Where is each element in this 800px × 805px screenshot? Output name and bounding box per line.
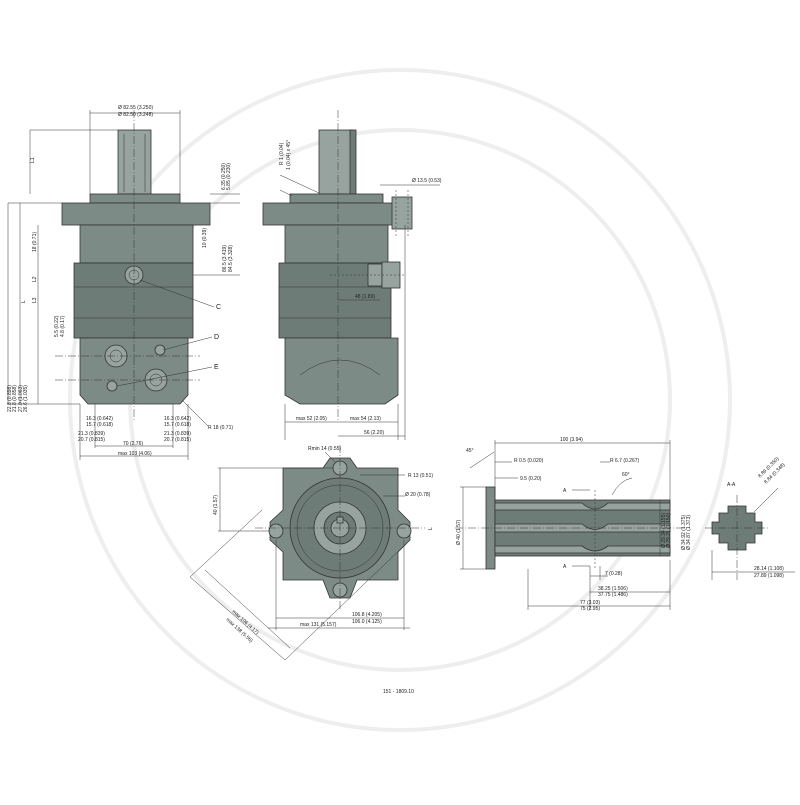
- dim-38-25: 38.25 (1.506): [598, 586, 628, 592]
- dim-6-35: 6.35 (0.250): [221, 163, 227, 190]
- section-aa-view: A-A 8.89 (0.350) 8.84 (0.348) 28.14 (1.1…: [705, 456, 795, 580]
- dim-21-3-left: 21.3 (0.839): [78, 431, 105, 437]
- dim-86-5: 86.5 (3.419): [222, 245, 228, 272]
- dim-45-deg: 45°: [466, 448, 474, 454]
- dim-dia-29-34: Ø 29.34 (1.155): [661, 513, 667, 548]
- dim-26-6: 26.6 (1.035): [23, 385, 29, 412]
- dim-pilot-1: Ø 82.55 (3.250): [118, 105, 153, 111]
- section-mark-a-bottom: A: [563, 564, 567, 570]
- front-housing-upper: [79, 224, 194, 264]
- dim-18: 18 (0.71): [32, 232, 38, 252]
- side-flange: [262, 202, 406, 226]
- side-shaft: [318, 129, 354, 195]
- dim-l-shaft: L: [428, 527, 434, 530]
- dim-max-54: max 54 (2.13): [350, 416, 381, 422]
- callout-e: E: [214, 364, 219, 371]
- dim-106-0: 106.0 (4.125): [352, 619, 382, 625]
- dim-84-5: 84.5 (3.328): [228, 245, 234, 272]
- dim-16-3-left: 16.3 (0.642): [86, 416, 113, 422]
- dim-22-8: 22.8 (0.898): [7, 385, 13, 412]
- dim-max-103: max 103 (4.06): [118, 451, 152, 457]
- dim-dia-34-87: Ø 34.87 (1.373): [686, 515, 692, 550]
- section-title: A-A: [727, 482, 736, 488]
- dim-21-3-right: 21.3 (0.839): [164, 431, 191, 437]
- dim-16-3-right: 16.3 (0.642): [164, 416, 191, 422]
- front-shaft: [117, 129, 152, 195]
- section-mark-a-top: A: [563, 488, 567, 494]
- dim-27-0: 27.0 (1.063): [18, 385, 24, 412]
- dim-r1: R 1 (0.04): [279, 142, 285, 165]
- dim-dia-20: Ø 20 (0.78): [405, 492, 431, 498]
- dim-5-85: 5.85 (0.230): [226, 163, 232, 190]
- dim-7: 7 (0.28): [605, 571, 623, 577]
- dim-70: 70 (2.76): [123, 441, 143, 447]
- drawing-code: 151 - 1809.10: [383, 689, 414, 695]
- dim-r6-7: R 6.7 (0.267): [610, 458, 640, 464]
- dim-max-52: max 52 (2.05): [296, 416, 327, 422]
- dim-l: L: [21, 300, 27, 303]
- dim-15-7-right: 15.7 (0.618): [164, 422, 191, 428]
- dim-21-8: 21.8 (0.858): [12, 385, 18, 412]
- dim-10: 10 (0.39): [202, 228, 208, 248]
- dim-rmin-14: Rmin 14 (0.55): [308, 446, 341, 452]
- dim-9-5: 9.5 (0.20): [520, 476, 542, 482]
- port-d: [154, 344, 166, 356]
- dim-dia-34-92: Ø 34.92 (1.375): [681, 515, 687, 550]
- dim-40: 40 (1.57): [213, 495, 219, 515]
- side-port-end: [284, 337, 399, 405]
- dim-dia-40: Ø 40 (1.57): [456, 519, 462, 545]
- callout-c: C: [216, 304, 221, 311]
- dim-60-deg: 60°: [622, 472, 630, 478]
- dim-20-7-right: 20.7 (0.815): [164, 437, 191, 443]
- bolt-hole-left: [268, 523, 284, 539]
- dim-37-75: 37.75 (1.486): [598, 592, 628, 598]
- dim-max-131: max 131 (5.157): [300, 622, 337, 628]
- dim-r13: R 13 (0.51): [408, 473, 433, 479]
- dim-r0-5: R 0.5 (0.020): [514, 458, 544, 464]
- dim-5-5: 5.5 (0.22): [54, 315, 60, 337]
- dim-20-7-left: 20.7 (0.815): [78, 437, 105, 443]
- dim-48: 48 (1.89): [355, 294, 375, 300]
- dim-106-8: 106.8 (4.205): [352, 612, 382, 618]
- dim-dia-29-21: Ø 29.21 (1.150): [666, 513, 672, 548]
- dim-dia-13-5: Ø 13.5 (0.53): [412, 178, 442, 184]
- dim-l3: L3: [32, 297, 38, 303]
- dim-77: 77 (3.03): [580, 600, 600, 606]
- callout-d: D: [214, 334, 219, 341]
- dim-56: 56 (2.20): [364, 430, 384, 436]
- dim-100: 100 (3.94): [560, 437, 583, 443]
- front-flange: [61, 202, 211, 226]
- bolt-hole-right: [396, 523, 412, 539]
- shaft-view: 100 (3.94) 45° R 0.5 (0.020) R 6.7 (0.26…: [428, 437, 692, 612]
- dim-pilot-2: Ø 82.50 (3.248): [118, 112, 153, 118]
- front-pilot: [89, 193, 181, 204]
- dim-l2: L2: [32, 276, 38, 282]
- dim-15-7-left: 15.7 (0.618): [86, 422, 113, 428]
- port-e: [106, 380, 118, 392]
- dim-4-8: 4.8 (0.17): [60, 315, 66, 337]
- dim-75: 75 (2.95): [580, 606, 600, 612]
- dim-28-14: 28.14 (1.108): [754, 566, 784, 572]
- front-view: Ø 82.55 (3.250) Ø 82.50 (3.248) L1 18 (0…: [7, 105, 240, 460]
- dim-r18: R 18 (0.71): [208, 425, 233, 431]
- side-view: R 1 (0.04) 1 (0.04) x 45° Ø 13.5 (0.53) …: [262, 110, 442, 440]
- dim-27-89: 27.89 (1.098): [754, 573, 784, 579]
- dim-l1: L1: [30, 157, 36, 163]
- flange-view: Rmin 14 (0.55) R 13 (0.51) Ø 20 (0.78) 4…: [189, 445, 433, 661]
- dim-chamfer: 1 (0.04) x 45°: [286, 140, 292, 170]
